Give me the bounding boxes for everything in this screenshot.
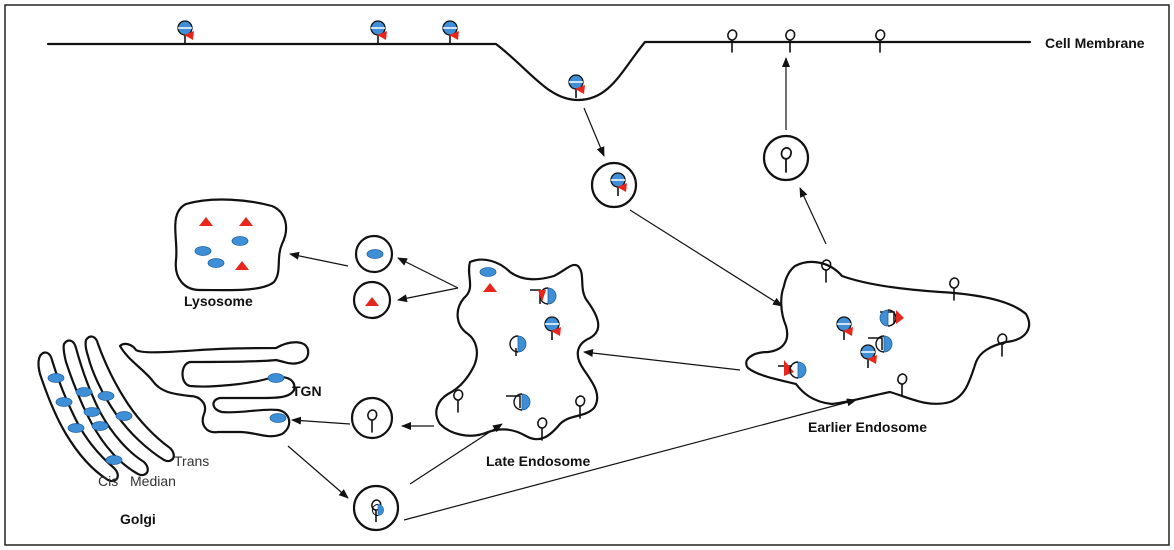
receptor-hook-icon [949,277,960,301]
golgi-trans-cisterna [84,335,175,463]
diagram-frame [4,4,1170,546]
earlier-endosome [745,260,1031,406]
arrow-late-to-red-vesicle [397,287,459,303]
golgi-cis-cisterna [37,351,119,483]
red-cargo-vesicle [352,280,392,320]
arrow-vesicle-to-early-endosome [629,209,783,307]
cell-membrane-line [46,40,1032,102]
blue-ligand-icon [269,413,287,423]
golgi-trans-label: Trans [174,453,209,469]
return-vesicle [350,396,394,440]
blue-ligand-icon [194,246,212,256]
blue-ligand-icon [47,373,65,383]
blue-ligand-icon [55,397,73,407]
late-endosome-label: Late Endosome [486,453,590,469]
blue-ligand-icon [115,411,133,421]
golgi-cis-label: Cis [98,473,118,489]
earlier-endosome-label: Earlier Endosome [808,419,927,435]
blue-ligand-icon [207,258,225,268]
lysosome [174,198,288,292]
blue-ligand-icon [231,236,249,246]
arrow-early-to-late [583,349,741,371]
red-ligand-icon [483,283,497,292]
late-endosome [435,258,600,441]
tgn [118,341,310,438]
receptor-hook-icon [897,373,908,397]
recycling-vesicle [762,134,810,182]
cell-membrane-label: Cell Membrane [1045,35,1145,51]
golgi-label: Golgi [120,511,156,527]
pit-complex [568,74,586,99]
blue-ligand-icon [267,373,285,383]
late-endosome-sideways-2 [506,393,531,411]
red-ligand-icon [239,217,253,226]
blue-ligand-icon [83,407,101,417]
tgn-label: TGN [292,383,322,399]
blue-ligand-icon [105,455,123,465]
lysosome-label: Lysosome [184,293,253,309]
golgi-median-label: Median [130,473,176,489]
endosome-sideways-complex [778,360,807,379]
golgi-median-cisterna [62,339,149,477]
membrane-complex-2 [370,20,388,45]
receptor-hook-icon [453,389,464,413]
red-ligand-icon [199,217,213,226]
blue-ligand-icon [366,249,384,259]
receptor-hook-icon [367,409,378,433]
tgn-derived-vesicle [352,484,400,532]
blue-ligand-icon [97,391,115,401]
endosome-complex [860,344,878,369]
blue-cargo-vesicle [354,234,394,274]
blue-ligand-icon [75,387,93,397]
arrow-endosome-to-recycling [799,187,827,245]
blue-ligand-icon [479,267,497,277]
late-endosome-sideways [530,287,557,305]
arrow-tgn-to-vesicle [287,445,349,499]
late-endosome-receptor [509,335,527,356]
arrow-vesicle-to-early-endosome [403,398,857,521]
endosome-complex [836,316,854,341]
endosome-sideways-complex [879,309,904,327]
red-ligand-icon [235,261,249,270]
endocytic-vesicle [590,161,638,209]
membrane-complex-3 [442,20,460,45]
arrow-late-to-blue-vesicle [397,257,459,289]
arrow-pit-to-vesicle [583,107,605,157]
tgn-vesicle-receptor [371,499,385,522]
red-ligand-icon [365,297,379,306]
arrow-vesicle-to-late-endosome [409,423,503,485]
arrow-to-tgn [291,416,351,425]
endosome-sideways-complex [868,335,893,353]
arrow-to-lysosome [289,251,349,267]
vesicle-complex [610,172,628,197]
receptor-hook-icon [780,146,792,173]
late-endosome-complex [544,316,562,341]
membrane-complex-1 [177,20,195,45]
blue-ligand-icon [67,423,85,433]
blue-ligand-icon [91,421,109,431]
